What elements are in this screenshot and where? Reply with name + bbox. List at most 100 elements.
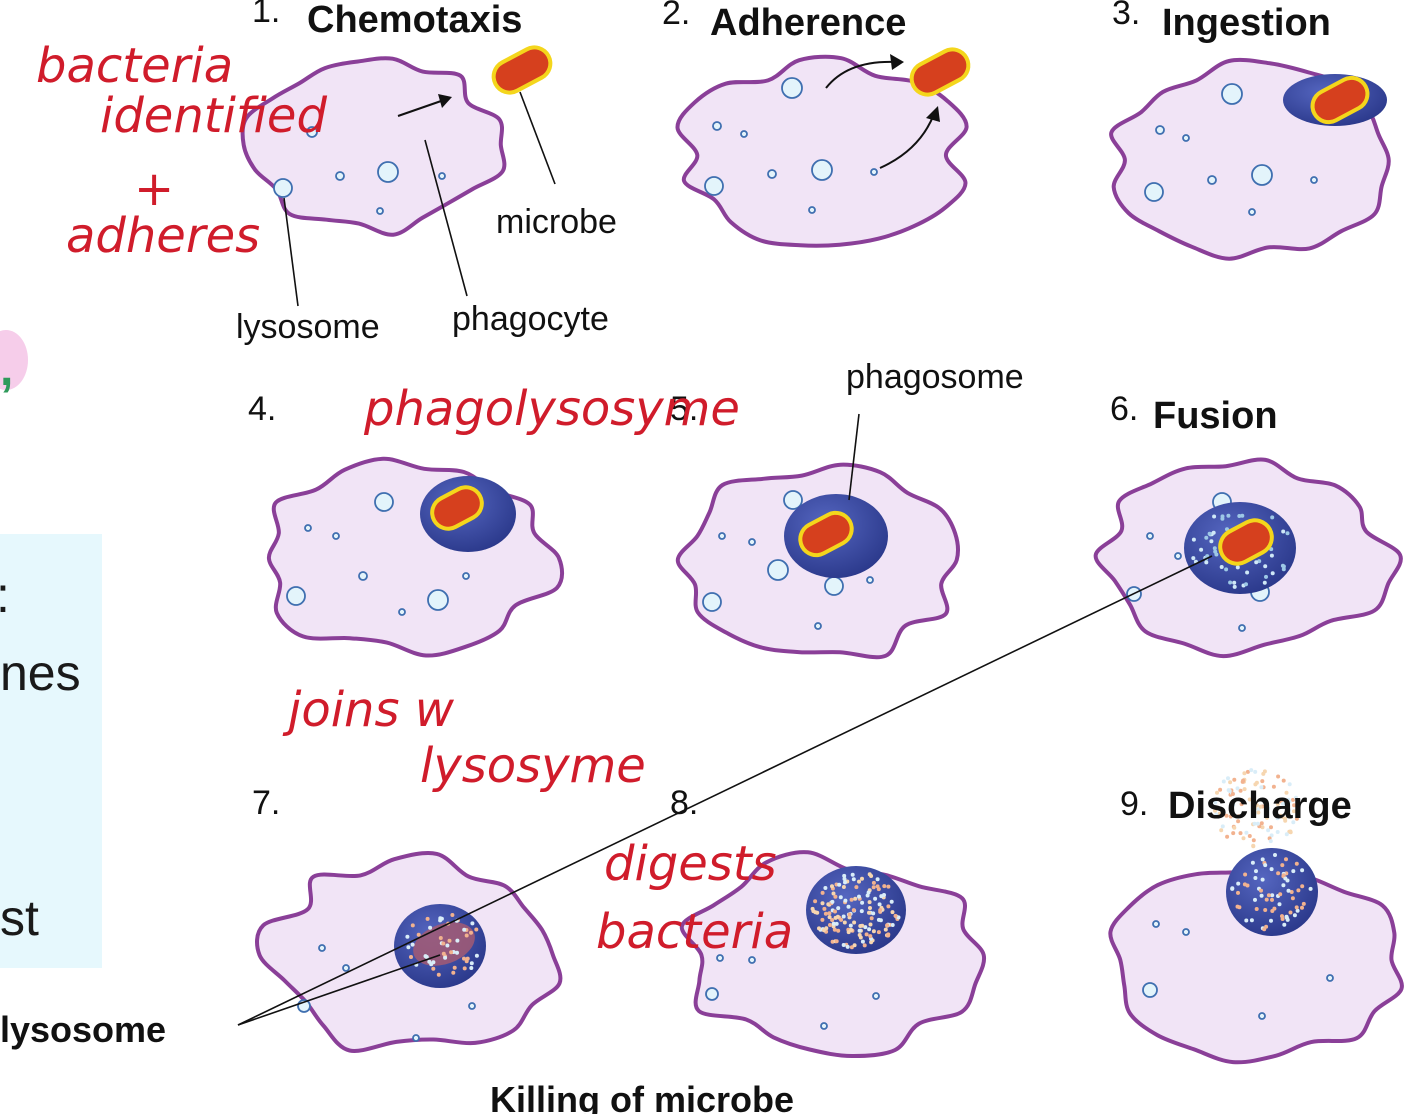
lysosome-vesicle xyxy=(748,538,756,546)
stage-6-title: Fusion xyxy=(1153,395,1278,437)
lysosome-vesicle xyxy=(811,159,833,181)
lysosome-vesicle xyxy=(1251,164,1273,186)
lysosome-vesicle xyxy=(872,992,880,1000)
lysosome-vesicle xyxy=(1207,175,1217,185)
lysosome-vesicle xyxy=(1146,532,1154,540)
phagolysosome-label: lysosome xyxy=(0,1009,166,1050)
lysosome-vesicle xyxy=(273,178,293,198)
hand-identified: identified xyxy=(100,88,327,144)
lysosome-vesicle xyxy=(808,206,816,214)
lysosome-vesicle xyxy=(814,622,822,630)
phagocyte-label: phagocyte xyxy=(452,300,609,338)
lysosome-vesicle xyxy=(427,589,449,611)
stage-6-number: 6. xyxy=(1110,390,1138,428)
lysosome-vesicle xyxy=(304,524,312,532)
discharge-vacuole xyxy=(1226,848,1318,936)
stage-5-number: 5. xyxy=(670,390,698,428)
stage-3-title: Ingestion xyxy=(1162,2,1331,44)
left-highlight-blob xyxy=(0,330,28,390)
lysosome-vesicle xyxy=(342,964,350,972)
lysosome-vesicle xyxy=(1326,974,1334,982)
stage-1-number: 1. xyxy=(252,0,280,30)
adherence-arrowhead-top xyxy=(890,54,904,70)
hand-bacteria-2: bacteria xyxy=(596,904,793,960)
phagocyte-cell-4 xyxy=(266,456,565,658)
lysosome-vesicle xyxy=(1221,83,1243,105)
stage-9-number: 9. xyxy=(1120,785,1148,823)
lysosome-vesicle xyxy=(1310,176,1318,184)
lysosome-vesicle xyxy=(398,608,406,616)
stage-4-number: 4. xyxy=(248,390,276,428)
microbe-stage-3 xyxy=(1310,75,1370,125)
lysosome-vesicle xyxy=(740,130,748,138)
stage-8-number: 8. xyxy=(670,784,698,822)
lysosome-vesicle xyxy=(824,576,844,596)
phagocyte-leader xyxy=(424,139,468,297)
lysosome-vesicle xyxy=(374,492,394,512)
lysosome-vesicle xyxy=(716,954,724,962)
hand-phagolysosyme: phagolysosyme xyxy=(363,381,740,437)
lysosome-vesicle xyxy=(1182,928,1190,936)
lysosome-vesicle xyxy=(462,572,470,580)
phagosome-leader xyxy=(848,413,860,501)
discharge-particles-inside xyxy=(1230,853,1313,932)
lysosome-vesicle xyxy=(438,172,446,180)
lysosome-vesicle xyxy=(286,586,306,606)
lysosome-vesicle xyxy=(1155,125,1165,135)
lysosome-vesicle xyxy=(332,532,340,540)
phagolysosome-leader-1 xyxy=(237,954,441,1026)
phagolysosome-leader-2 xyxy=(237,555,1213,1026)
lysosome-vesicle xyxy=(866,576,874,584)
stage-7-number: 7. xyxy=(252,784,280,822)
phagocyte-cell-9 xyxy=(1108,866,1404,1065)
left-panel-line-2: nes xyxy=(0,645,81,701)
left-panel-line-3: st xyxy=(0,890,39,946)
lysosome-vesicle xyxy=(377,161,399,183)
stage-2-title: Adherence xyxy=(710,2,906,44)
lysosome-vesicle xyxy=(412,1034,420,1042)
microbe-label: microbe xyxy=(496,203,617,241)
bottom-caption: Killing of microbe xyxy=(490,1079,794,1114)
lysosome-vesicle xyxy=(1152,920,1160,928)
lysosome-leader xyxy=(283,197,299,307)
lysosome-vesicle xyxy=(1174,552,1182,560)
lysosome-vesicle xyxy=(781,77,803,99)
hand-lysosyme: lysosyme xyxy=(420,738,646,794)
lysosome-vesicle xyxy=(702,592,722,612)
lysosome-vesicle xyxy=(705,987,719,1001)
hand-adheres: adheres xyxy=(66,208,260,264)
hand-joins: joins w xyxy=(282,682,455,738)
phagocyte-cell-1 xyxy=(240,56,507,237)
hand-arrowhead xyxy=(438,94,452,108)
lysosome-vesicle xyxy=(704,176,724,196)
stage-2-number: 2. xyxy=(662,0,690,32)
microbe-stage-2 xyxy=(909,47,971,97)
stage-1-title: Chemotaxis xyxy=(307,0,522,41)
phagocyte-cell-2 xyxy=(675,54,969,248)
lysosome-vesicle xyxy=(306,126,318,138)
digested-particles-8 xyxy=(810,872,901,950)
lysosome-vesicle xyxy=(358,571,368,581)
lysosome-vesicle xyxy=(376,207,384,215)
lysosome-vesicle xyxy=(712,121,722,131)
lysosome-vesicle xyxy=(1144,182,1164,202)
lysosome-vesicle xyxy=(767,169,777,179)
microbe-stage-1 xyxy=(491,45,553,95)
lysosome-vesicle xyxy=(318,944,326,952)
lysosome-vesicle xyxy=(767,559,789,581)
adherence-arrowhead-bottom xyxy=(926,106,940,122)
hand-arrow-line xyxy=(397,99,445,117)
lysosome-vesicle xyxy=(1182,134,1190,142)
lysosome-vesicle xyxy=(1248,208,1256,216)
adherence-arrow-top xyxy=(825,60,897,89)
stage-3-number: 3. xyxy=(1112,0,1140,32)
lysosome-vesicle xyxy=(468,1002,476,1010)
lysosome-vesicle xyxy=(335,171,345,181)
stage-9-title: Discharge xyxy=(1168,785,1352,827)
left-panel-line-1: : xyxy=(0,567,10,623)
microbe-stage-4 xyxy=(430,485,484,531)
hand-digests: digests xyxy=(604,836,777,892)
phagosome-label: phagosome xyxy=(846,358,1024,396)
adherence-arrow-bottom xyxy=(879,113,935,169)
